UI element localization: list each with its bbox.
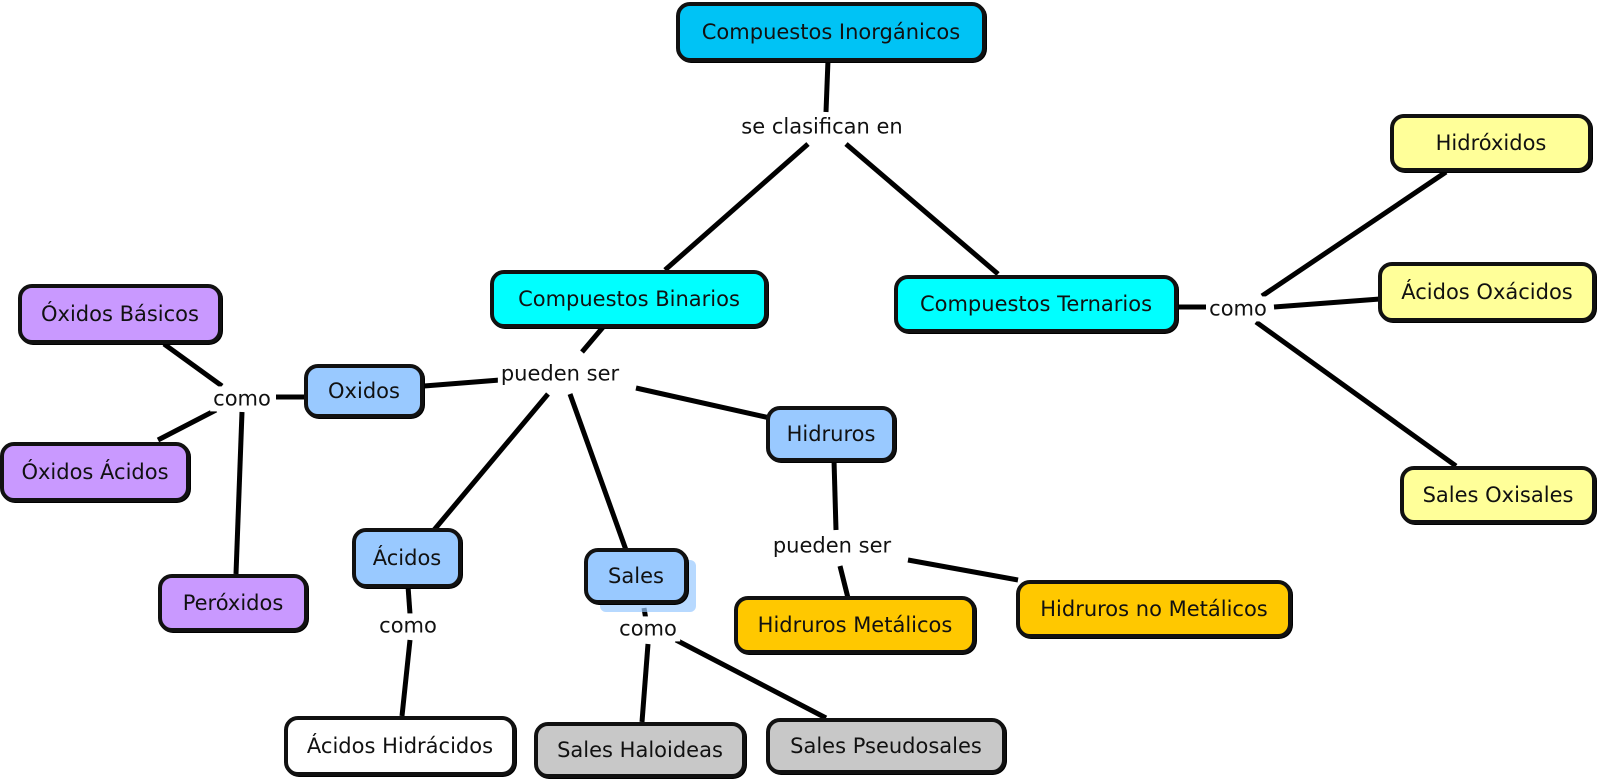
node-compuestos-inorganicos[interactable]: Compuestos Inorgánicos (676, 2, 986, 62)
connector (432, 392, 550, 532)
node-oxidos[interactable]: Oxidos (304, 364, 424, 418)
node-oxidos-basicos[interactable]: Óxidos Básicos (18, 284, 222, 344)
node-sales-pseudosales[interactable]: Sales Pseudosales (766, 718, 1006, 774)
node-acidos-hidracidos[interactable]: Ácidos Hidrácidos (284, 716, 516, 776)
link-label-como-acidos: como (376, 613, 440, 639)
node-sales-oxisales[interactable]: Sales Oxisales (1400, 466, 1596, 524)
node-compuestos-binarios[interactable]: Compuestos Binarios (490, 270, 768, 328)
node-acidos[interactable]: Ácidos (352, 528, 462, 588)
connector (1273, 296, 1381, 310)
connector (844, 142, 1000, 276)
connector (907, 557, 1019, 583)
link-label-pueden-ser-binarios: pueden ser (497, 361, 623, 387)
connector (233, 411, 245, 575)
connector (674, 637, 828, 721)
connector (162, 341, 224, 389)
link-label-como-sales: como (616, 616, 680, 642)
link-label-se-clasifican-en: se clasifican en (738, 114, 906, 140)
connector (1260, 169, 1448, 299)
connector (423, 377, 501, 389)
link-label-como-oxidos: como (210, 386, 274, 412)
node-hidroxidos[interactable]: Hidróxidos (1390, 114, 1592, 172)
node-compuestos-ternarios[interactable]: Compuestos Ternarios (894, 275, 1178, 333)
connector (663, 142, 810, 272)
node-sales-haloideas[interactable]: Sales Haloideas (534, 722, 746, 778)
connector (399, 639, 413, 717)
node-sales[interactable]: Sales (584, 548, 688, 604)
node-hidruros-no-metalicos[interactable]: Hidruros no Metálicos (1016, 580, 1292, 638)
node-peroxidos[interactable]: Peróxidos (158, 574, 308, 632)
connector (405, 585, 413, 615)
connector (1254, 319, 1458, 469)
connector (156, 407, 218, 443)
connector (639, 643, 651, 723)
connector (831, 459, 839, 531)
node-acidos-oxacidos[interactable]: Ácidos Oxácidos (1378, 262, 1596, 322)
connector (837, 565, 851, 599)
connector (635, 385, 771, 421)
node-hidruros[interactable]: Hidruros (766, 406, 896, 462)
link-label-como-ternarios: como (1206, 296, 1270, 322)
connector (567, 393, 629, 551)
connector (580, 324, 606, 354)
connector (823, 59, 831, 113)
link-label-pueden-ser-hidruros: pueden ser (769, 533, 895, 559)
node-oxidos-acidos[interactable]: Óxidos Ácidos (0, 442, 190, 502)
node-hidruros-metalicos[interactable]: Hidruros Metálicos (734, 596, 976, 654)
